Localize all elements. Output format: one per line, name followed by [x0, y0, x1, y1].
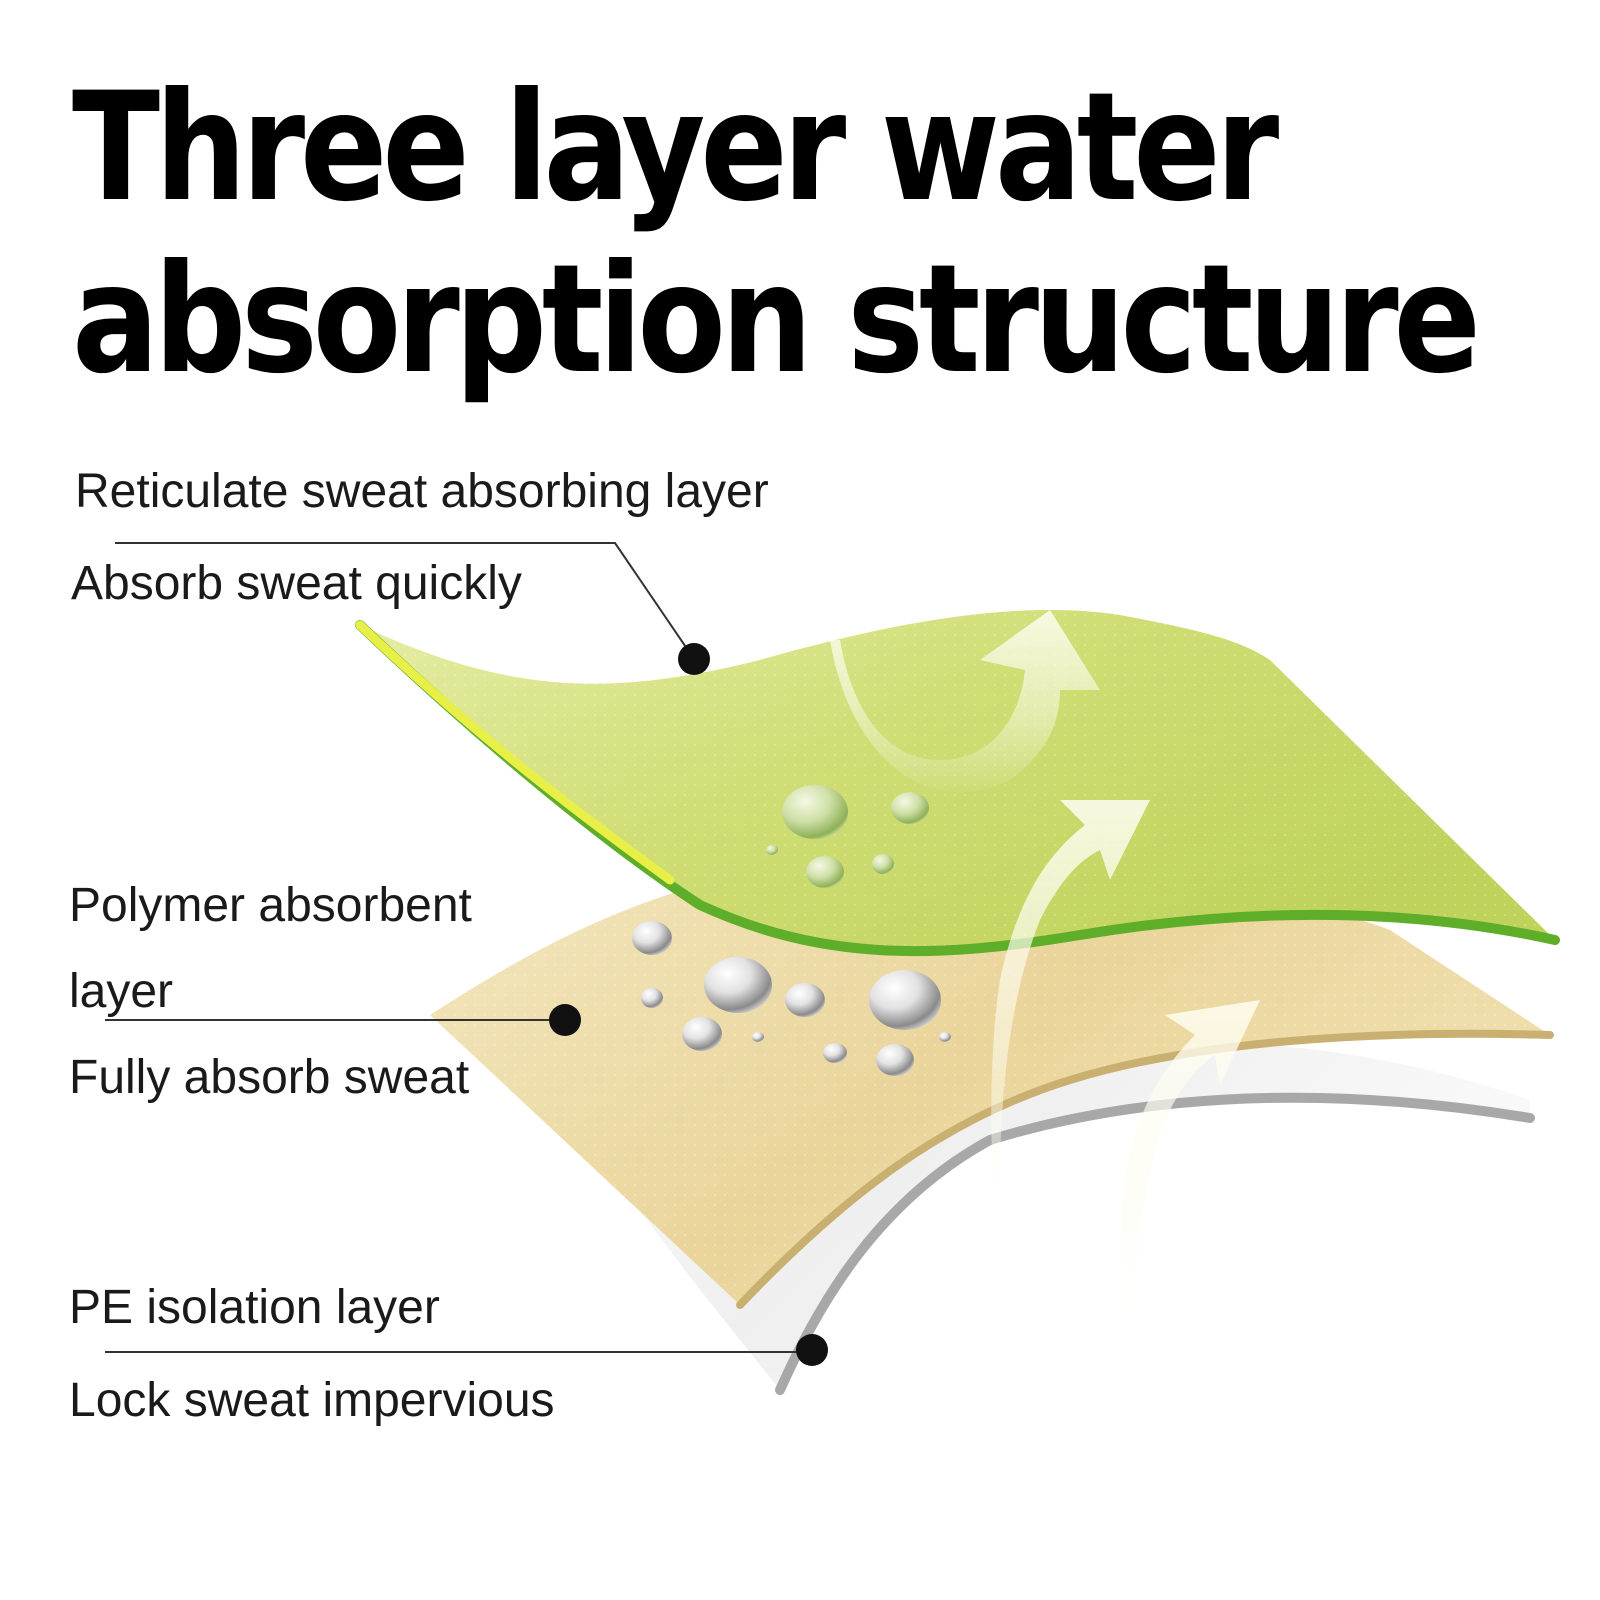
water-droplet-icon	[766, 845, 778, 855]
anchor-dot	[549, 1004, 581, 1036]
polymer-layer-name: Polymer absorbent layer	[69, 863, 472, 1035]
anchor-dot	[678, 643, 710, 675]
upward-arrow-icon	[830, 610, 1100, 793]
water-droplets-middle	[632, 921, 951, 1076]
water-droplet-icon	[682, 1017, 722, 1051]
water-droplets-top	[766, 785, 929, 888]
anchor-dot	[796, 1334, 828, 1366]
water-droplet-icon	[785, 983, 825, 1017]
water-droplet-icon	[823, 1043, 847, 1063]
leader-line-polymer	[105, 1004, 581, 1036]
title-line-1: Three layer water	[72, 61, 1279, 235]
pe-layer-name: PE isolation layer	[69, 1281, 440, 1334]
polymer-layer-description: Fully absorb sweat	[69, 1051, 470, 1104]
upward-arrow-icon	[1120, 1000, 1260, 1380]
water-droplet-icon	[939, 1032, 951, 1042]
water-droplet-icon	[869, 970, 941, 1030]
water-droplet-icon	[876, 1044, 914, 1076]
reticulate-layer-description: Absorb sweat quickly	[71, 557, 522, 610]
water-droplet-icon	[752, 1032, 764, 1042]
water-droplet-icon	[872, 854, 894, 874]
upward-arrow-icon	[991, 800, 1150, 1340]
polymer-layer-name-line-2: layer	[69, 965, 174, 1018]
polymer-layer-name-line-1: Polymer absorbent	[69, 879, 472, 932]
water-droplet-icon	[782, 785, 848, 839]
water-droplet-icon	[704, 957, 772, 1013]
water-droplet-icon	[632, 921, 672, 955]
title-line-2: absorption structure	[72, 233, 1481, 407]
leader-line-pe	[105, 1334, 828, 1366]
pe-layer-description: Lock sweat impervious	[69, 1374, 555, 1427]
page-title: Three layer water absorption structure	[72, 61, 1481, 407]
water-droplet-icon	[641, 988, 663, 1008]
reticulate-layer-name: Reticulate sweat absorbing layer	[75, 465, 769, 518]
water-droplet-icon	[806, 856, 844, 888]
water-droplet-icon	[891, 792, 929, 824]
leader-line-reticulate	[115, 542, 710, 675]
